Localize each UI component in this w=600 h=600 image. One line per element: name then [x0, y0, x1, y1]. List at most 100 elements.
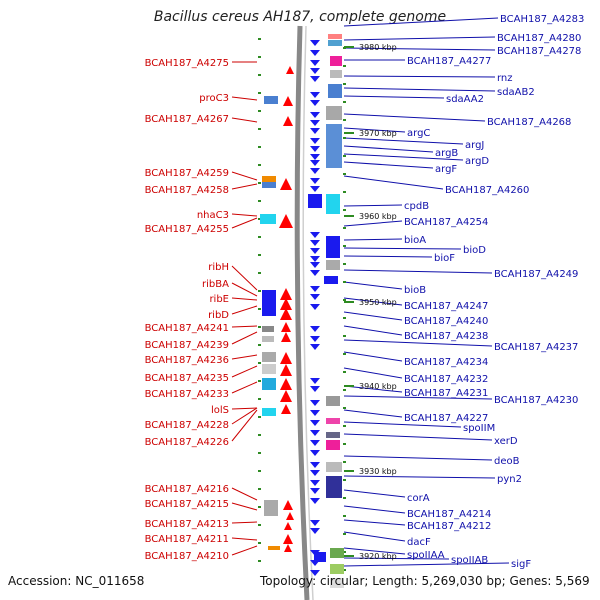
- right-gene-label: BCAH187_A4254: [404, 217, 488, 228]
- reverse-gene-arrow: [310, 520, 320, 526]
- forward-gene-arrow: [283, 96, 293, 106]
- left-connector: [231, 305, 258, 315]
- kbp-label: 3920 kbp: [359, 552, 397, 561]
- forward-gene-arrow: [280, 298, 292, 310]
- right-connector: [343, 475, 496, 479]
- left-gene-label: BCAH187_A4211: [145, 534, 229, 545]
- right-gene-label: bioD: [463, 245, 486, 256]
- left-connector: [231, 171, 258, 181]
- right-scale-dot: [343, 245, 346, 247]
- reverse-gene-arrow: [310, 76, 320, 82]
- right-gene-label: pyn2: [497, 474, 522, 485]
- reverse-gene-arrow: [310, 420, 320, 426]
- right-scale-dot: [343, 191, 346, 193]
- right-gene-label: BCAH187_A4283: [500, 14, 584, 25]
- forward-gene-box: [262, 352, 276, 362]
- left-connector: [231, 487, 258, 501]
- reverse-gene-arrow: [310, 92, 320, 98]
- right-connector: [343, 127, 406, 133]
- right-scale-dot: [343, 263, 346, 265]
- right-gene-label: BCAH187_A4278: [497, 46, 581, 57]
- left-gene-label: BCAH187_A4216: [145, 484, 229, 495]
- right-gene-label: BCAH187_A4238: [404, 331, 488, 342]
- right-gene-label: BCAH187_A4277: [407, 56, 491, 67]
- right-connector: [343, 421, 462, 428]
- right-scale-dot: [343, 479, 346, 481]
- left-connector: [231, 117, 258, 123]
- reverse-gene-box: [326, 396, 340, 406]
- forward-gene-box: [262, 364, 276, 374]
- reverse-gene-arrow: [310, 120, 320, 126]
- left-gene-label: BCAH187_A4275: [145, 58, 229, 69]
- reverse-gene-box: [326, 106, 342, 120]
- right-gene-label: argF: [435, 164, 457, 175]
- left-connector: [231, 537, 258, 541]
- right-connector: [343, 17, 499, 27]
- right-gene-label: BCAH187_A4230: [494, 395, 578, 406]
- left-scale-dot: [258, 560, 261, 562]
- forward-gene-arrow: [283, 534, 293, 544]
- left-gene-label: nhaC3: [197, 210, 229, 221]
- right-scale-dot: [343, 299, 346, 301]
- right-connector: [343, 153, 464, 161]
- left-scale-dot: [258, 128, 261, 130]
- right-connector: [343, 255, 433, 258]
- left-connector: [231, 407, 258, 410]
- reverse-gene-arrow: [310, 60, 320, 66]
- right-gene-label: BCAH187_A4249: [494, 269, 578, 280]
- left-scale-dot: [258, 56, 261, 58]
- reverse-gene-arrow: [310, 336, 320, 342]
- right-scale-dot: [343, 389, 346, 391]
- left-connector: [231, 545, 258, 556]
- right-scale-dot: [343, 173, 346, 175]
- right-scale-dot: [343, 353, 346, 355]
- accession-text: Accession: NC_011658: [8, 574, 145, 588]
- reverse-gene-arrow: [310, 410, 320, 416]
- right-gene-label: sdaAB2: [497, 87, 535, 98]
- reverse-gene-arrow: [310, 386, 320, 392]
- right-connector: [343, 36, 496, 41]
- right-gene-label: BCAH187_A4231: [404, 388, 488, 399]
- right-connector: [343, 238, 403, 241]
- left-scale-dot: [258, 290, 261, 292]
- right-connector: [343, 395, 493, 400]
- left-scale-dot: [258, 452, 261, 454]
- right-scale-dot: [343, 281, 346, 283]
- left-gene-label: BCAH187_A4213: [145, 519, 229, 530]
- left-scale-dot: [258, 506, 261, 508]
- right-gene-label: spoIIM: [463, 423, 495, 434]
- right-connector: [343, 505, 406, 514]
- right-scale-dot: [343, 371, 346, 373]
- reverse-gene-arrow: [310, 378, 320, 384]
- reverse-gene-arrow: [310, 286, 320, 292]
- right-gene-label: BCAH187_A4280: [497, 33, 581, 44]
- right-gene-label: BCAH187_A4240: [404, 316, 488, 327]
- reverse-gene-box: [326, 236, 340, 258]
- right-connector: [343, 325, 403, 336]
- reverse-gene-arrow: [310, 344, 320, 350]
- reverse-gene-box: [330, 56, 342, 66]
- right-connector: [343, 433, 493, 441]
- backbone-arc: [294, 25, 310, 600]
- reverse-gene-arrow: [310, 256, 320, 262]
- right-gene-label: bioB: [404, 285, 426, 296]
- left-gene-label: lolS: [211, 405, 229, 416]
- left-scale-dot: [258, 380, 261, 382]
- left-scale-dot: [258, 362, 261, 364]
- reverse-gene-arrow: [310, 294, 320, 300]
- genome-backbone: [294, 25, 314, 600]
- reverse-gene-arrow: [310, 304, 320, 310]
- right-gene-label: sdaAA2: [446, 94, 484, 105]
- gene-labels: BCAH187_A4275proC3BCAH187_A4267BCAH187_A…: [145, 14, 585, 570]
- right-gene-label: argB: [435, 148, 458, 159]
- reverse-gene-box: [326, 476, 342, 498]
- left-scale-dot: [258, 398, 261, 400]
- reverse-gene-box: [314, 552, 326, 562]
- right-scale-dot: [343, 515, 346, 517]
- forward-gene-box: [262, 336, 274, 342]
- forward-gene-arrow: [286, 66, 294, 74]
- reverse-gene-arrow: [310, 128, 320, 134]
- forward-gene-arrow: [284, 522, 292, 530]
- reverse-gene-arrow: [310, 488, 320, 494]
